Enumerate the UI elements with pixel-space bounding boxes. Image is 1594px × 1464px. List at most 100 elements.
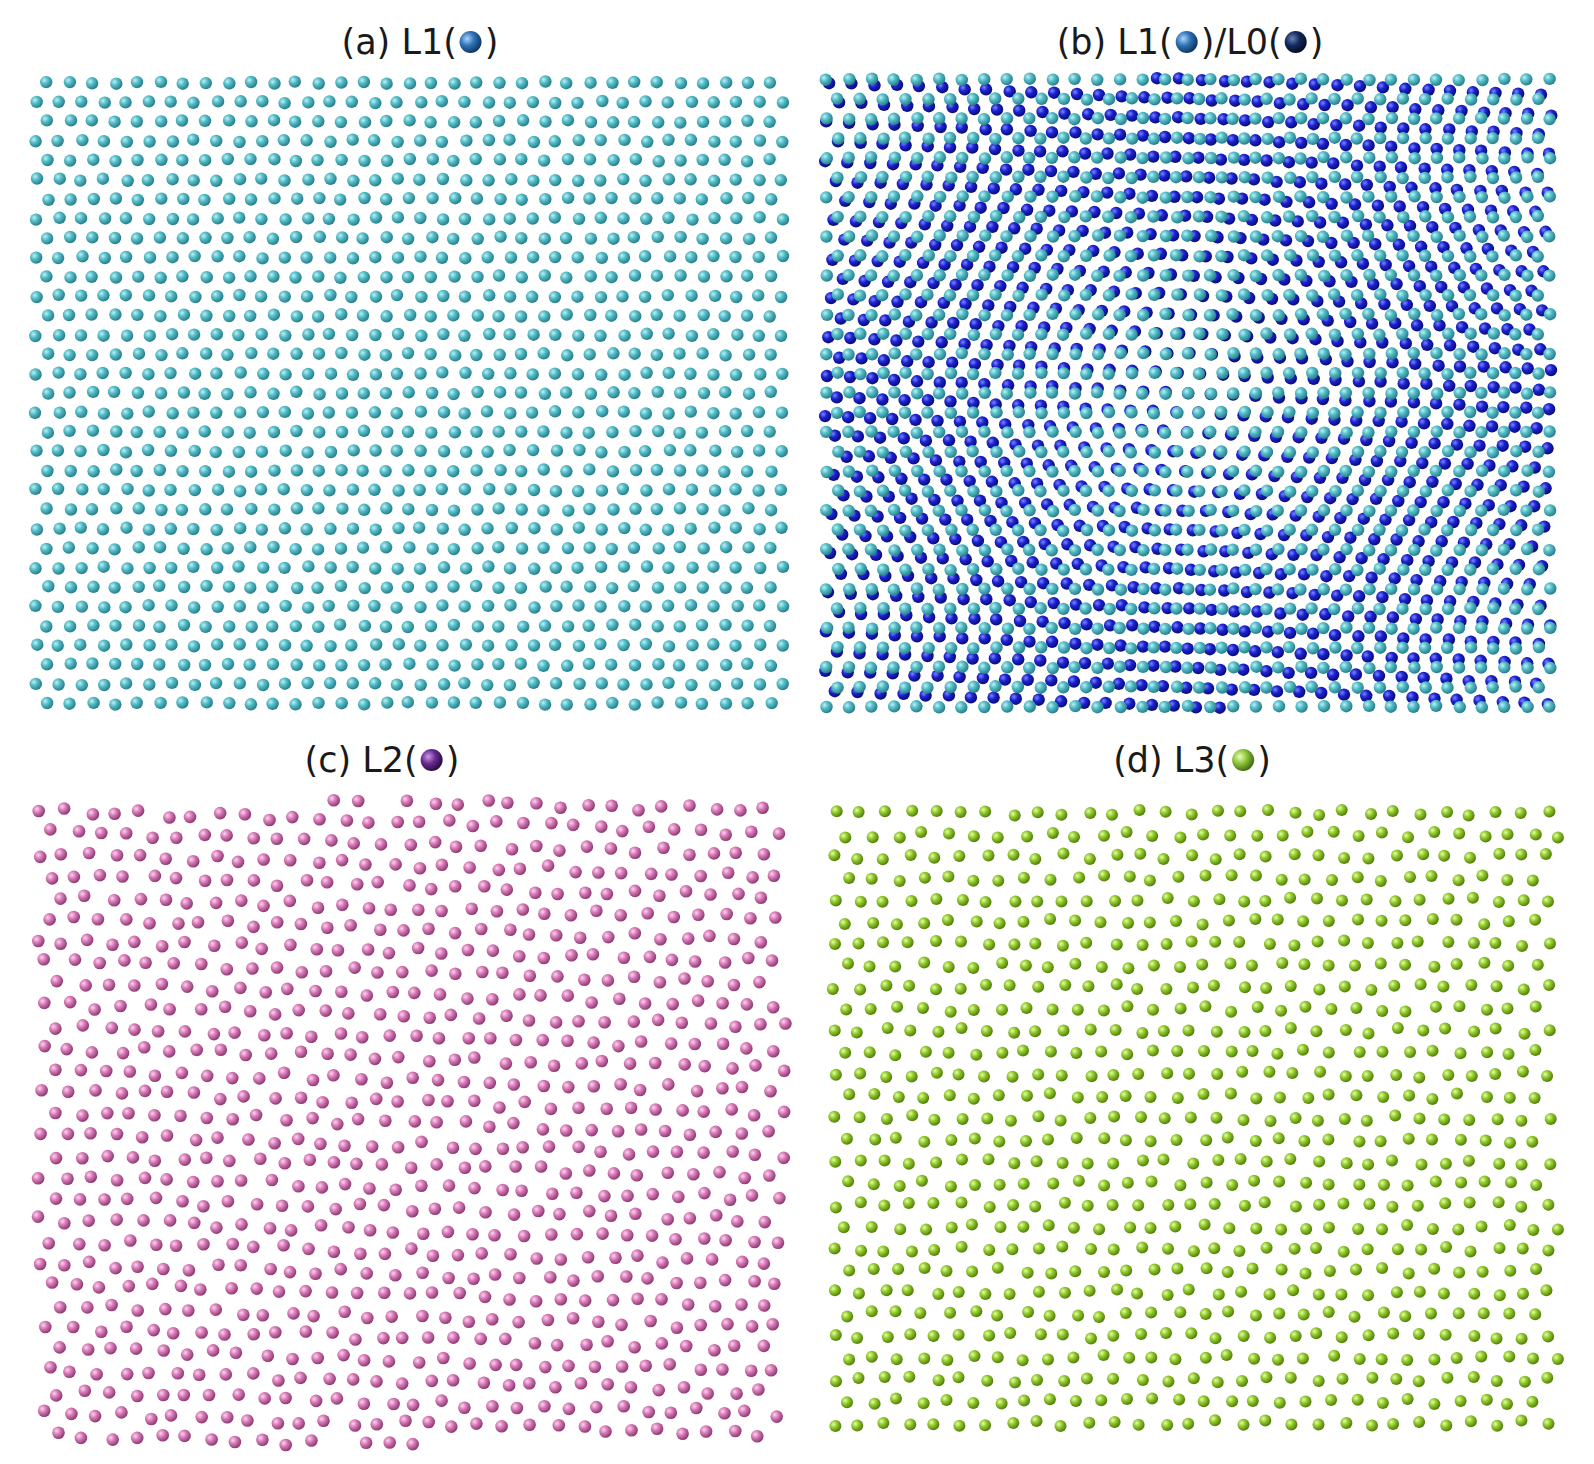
atom	[165, 95, 177, 107]
atom	[98, 601, 110, 613]
atom	[425, 77, 437, 89]
atom	[515, 658, 527, 670]
atom	[347, 677, 359, 689]
atom	[278, 562, 290, 574]
atom	[233, 250, 245, 262]
atom	[359, 116, 371, 128]
atom	[392, 563, 404, 575]
atom	[538, 310, 550, 322]
atom	[1545, 364, 1557, 376]
atom	[653, 155, 665, 167]
atom	[720, 232, 732, 244]
atom	[121, 330, 133, 342]
atom	[483, 134, 495, 146]
atom	[200, 543, 212, 555]
atom	[187, 213, 199, 225]
atom	[539, 698, 551, 710]
atom	[707, 561, 719, 573]
atom	[459, 600, 471, 612]
atom	[618, 522, 630, 534]
atom	[198, 194, 210, 206]
atom	[178, 659, 190, 671]
atom	[775, 174, 787, 186]
atom	[571, 97, 583, 109]
atom	[504, 97, 516, 109]
atom	[346, 407, 358, 419]
atom	[447, 465, 459, 477]
atom	[189, 679, 201, 691]
atom	[697, 116, 709, 128]
atom	[697, 77, 709, 89]
atom	[842, 411, 854, 423]
atom	[470, 464, 482, 476]
atom	[573, 521, 585, 533]
atom	[730, 96, 742, 108]
atom	[459, 213, 471, 225]
atom	[155, 192, 167, 204]
atom	[515, 386, 527, 398]
atom	[290, 425, 302, 437]
atom	[358, 504, 370, 516]
atom	[188, 640, 200, 652]
atom	[120, 251, 132, 263]
atom	[109, 308, 121, 320]
atom	[458, 96, 470, 108]
atom	[255, 290, 267, 302]
atom	[561, 308, 573, 320]
atom	[685, 134, 697, 146]
atom	[1238, 154, 1250, 166]
atom	[483, 213, 495, 225]
atom	[235, 366, 247, 378]
atom	[369, 677, 381, 689]
atom	[110, 78, 122, 90]
atom	[729, 483, 741, 495]
atom	[720, 697, 732, 709]
atom	[98, 407, 110, 419]
atom	[426, 696, 438, 708]
atom	[132, 270, 144, 282]
atom	[539, 115, 551, 127]
atom	[585, 116, 597, 128]
atom	[210, 677, 222, 689]
atom	[335, 347, 347, 359]
atom	[311, 154, 323, 166]
atom	[223, 697, 235, 709]
atom	[550, 600, 562, 612]
atom	[471, 271, 483, 283]
atom	[268, 192, 280, 204]
atom	[1069, 126, 1081, 138]
atom	[426, 387, 438, 399]
atom	[844, 371, 856, 383]
atom	[132, 387, 144, 399]
atom	[1056, 145, 1068, 157]
atom	[414, 601, 426, 613]
atom	[754, 562, 766, 574]
atom	[505, 639, 517, 651]
atom	[324, 173, 336, 185]
atom	[708, 521, 720, 533]
atom	[551, 444, 563, 456]
atom	[743, 233, 755, 245]
atom	[154, 541, 166, 553]
atom	[628, 542, 640, 554]
atom	[41, 232, 53, 244]
atom	[358, 349, 370, 361]
atom	[527, 677, 539, 689]
atom	[302, 368, 314, 380]
atom	[176, 465, 188, 477]
atom	[108, 386, 120, 398]
atom	[153, 658, 165, 670]
atom	[492, 582, 504, 594]
atom	[449, 349, 461, 361]
atom	[719, 310, 731, 322]
atom	[436, 95, 448, 107]
atom	[256, 523, 268, 535]
atom	[178, 386, 190, 398]
atom	[573, 678, 585, 690]
atom	[674, 154, 686, 166]
atom	[404, 309, 416, 321]
atom	[707, 407, 719, 419]
atom	[1353, 590, 1365, 602]
atom	[291, 464, 303, 476]
atom	[584, 580, 596, 592]
